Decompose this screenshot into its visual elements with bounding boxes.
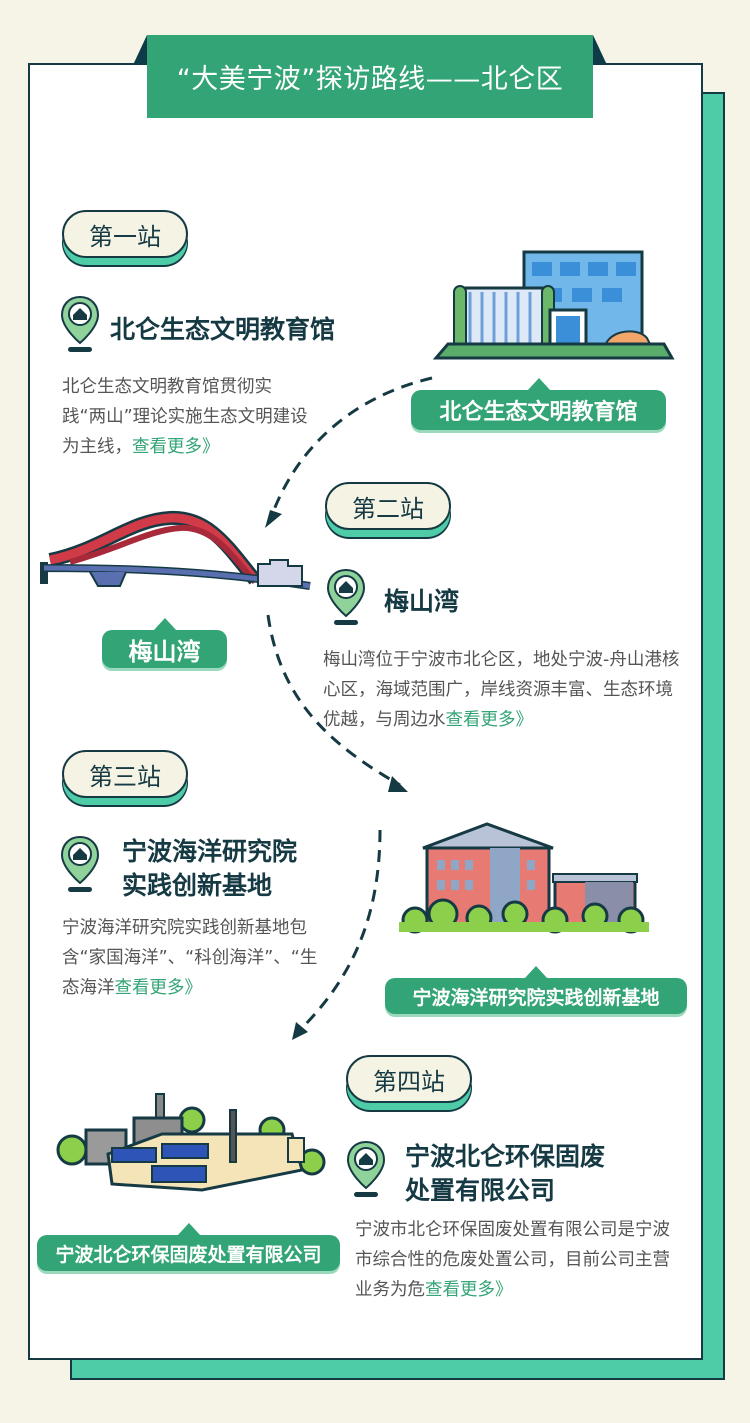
station-title-2: 梅山湾	[384, 587, 460, 616]
badge-label: 第一站	[89, 222, 161, 251]
read-more-link[interactable]: 查看更多》	[425, 1280, 513, 1300]
station-badge-3: 第三站	[62, 750, 188, 798]
image-label-3: 宁波海洋研究院实践创新基地	[385, 966, 687, 1014]
read-more-link[interactable]: 查看更多》	[114, 978, 203, 998]
title-line-1: 宁波北仑环保固废	[405, 1142, 606, 1171]
image-label-2: 梅山湾	[102, 618, 227, 668]
meishan-bay-bridge-illustration	[40, 510, 311, 590]
station-badge-1: 第一站	[62, 210, 188, 258]
title-line-2: 实践创新基地	[122, 871, 273, 900]
desc-text: 北仑生态文明教育馆贯彻实践“两山”理论实施生态文明建设为主线，	[62, 377, 308, 457]
waste-plant-illustration	[56, 1093, 326, 1192]
station-title-1: 北仑生态文明教育馆	[110, 315, 336, 344]
desc-text: 宁波海洋研究院实践创新基地包含“家国海洋”、“科创海洋”、“生态海洋	[62, 918, 318, 998]
page-title: “大美宁波”探访路线——北仑区	[147, 35, 593, 118]
read-more-link[interactable]: 查看更多》	[445, 710, 534, 730]
image-label-1: 北仑生态文明教育馆	[411, 378, 666, 430]
badge-label: 第二站	[352, 494, 424, 523]
image-label-4: 宁波北仑环保固废处置有限公司	[37, 1223, 340, 1271]
station-desc-1: 北仑生态文明教育馆贯彻实践“两山”理论实施生态文明建设为主线，查看更多》	[62, 372, 312, 462]
station-badge-2: 第二站	[325, 482, 451, 530]
location-pin-house-icon	[60, 835, 100, 892]
station-desc-4: 宁波市北仑环保固废处置有限公司是宁波市综合性的危废处置公司，目前公司主营业务为危…	[355, 1215, 675, 1305]
station-title-3: 宁波海洋研究院 实践创新基地	[122, 835, 297, 903]
station-title-4: 宁波北仑环保固废 处置有限公司	[405, 1140, 605, 1208]
title-line-1: 宁波海洋研究院	[122, 837, 298, 866]
location-pin-house-icon	[60, 295, 100, 352]
location-pin-house-icon	[326, 568, 366, 625]
station-desc-3: 宁波海洋研究院实践创新基地包含“家国海洋”、“科创海洋”、“生态海洋查看更多》	[62, 913, 324, 1003]
station-desc-2: 梅山湾位于宁波市北仑区，地处宁波-舟山港核心区，海域范围广，岸线资源丰富、生态环…	[323, 645, 685, 735]
eco-museum-illustration	[432, 250, 675, 360]
title-line-2: 处置有限公司	[405, 1176, 556, 1205]
desc-text: 梅山湾位于宁波市北仑区，地处宁波-舟山港核心区，海域范围广，岸线资源丰富、生态环…	[323, 650, 680, 730]
ocean-institute-illustration	[399, 822, 649, 934]
ribbon-fold-left	[133, 35, 147, 65]
station-badge-4: 第四站	[346, 1055, 472, 1103]
desc-text: 宁波市北仑环保固废处置有限公司是宁波市综合性的危废处置公司，目前公司主营业务为危	[355, 1220, 670, 1300]
location-pin-house-icon	[346, 1140, 386, 1197]
read-more-link[interactable]: 查看更多》	[132, 437, 220, 457]
badge-label: 第三站	[89, 762, 161, 791]
badge-label: 第四站	[373, 1067, 445, 1096]
ribbon-fold-right	[593, 35, 607, 65]
